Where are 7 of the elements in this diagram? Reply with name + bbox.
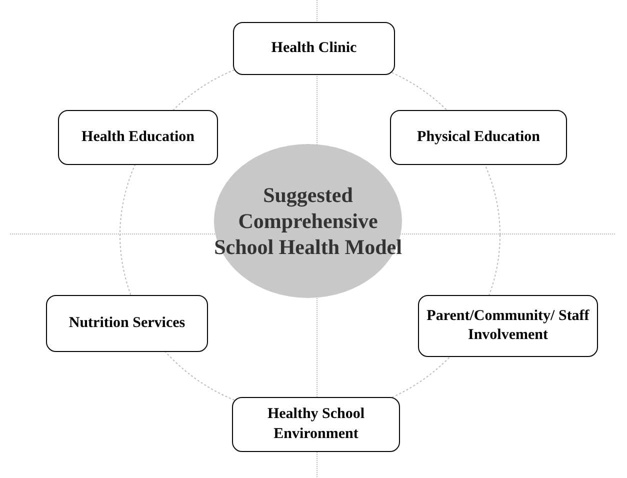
program-box: Health Clinic <box>233 22 395 75</box>
program-box: Health Education <box>58 110 218 165</box>
program-box: Parent/Community/ Staff Involvement <box>418 295 598 357</box>
program-box: Healthy School Environment <box>232 397 400 452</box>
program-box: Physical Education <box>390 110 567 165</box>
program-box: Nutrition Services <box>46 295 208 352</box>
center-ellipse: Suggested Comprehensive School Health Model <box>214 144 402 298</box>
